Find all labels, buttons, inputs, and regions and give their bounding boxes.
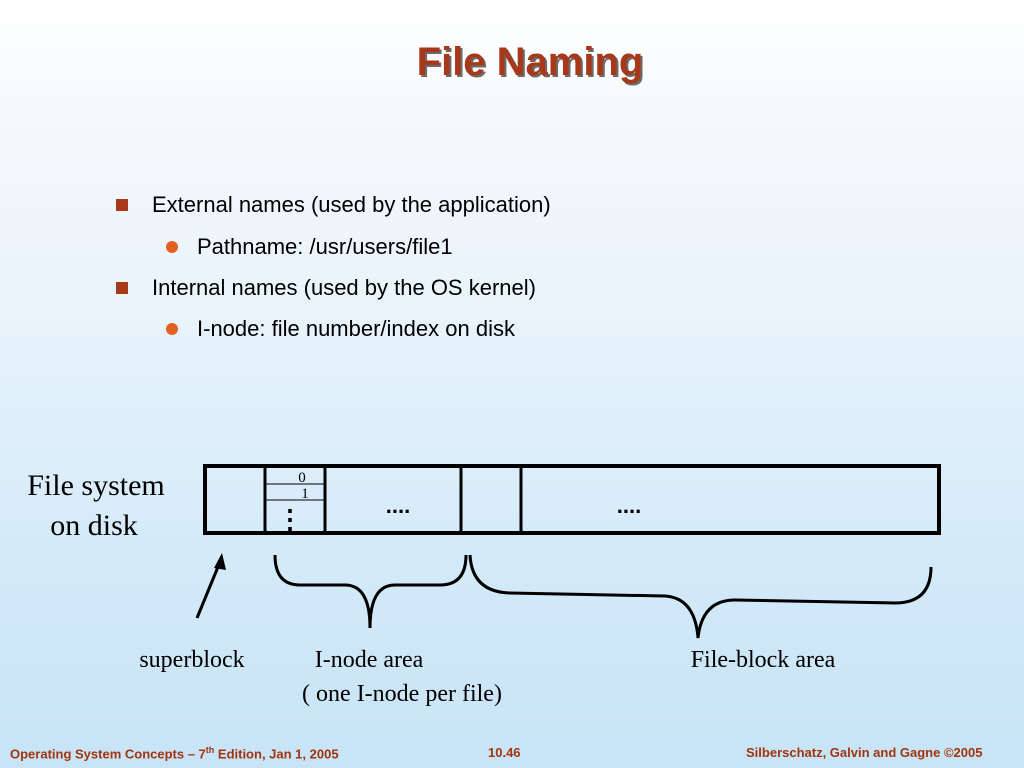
square-bullet-icon (116, 199, 128, 211)
bullet-external-names: External names (used by the application) (152, 192, 551, 217)
inode-area-brace (273, 554, 468, 629)
bullet-internal-names: Internal names (used by the OS kernel) (152, 275, 536, 300)
footer-title-superscript: th (205, 745, 215, 755)
inode-index-0: 0 (298, 470, 306, 486)
inode-area-label: I-node area (315, 647, 424, 673)
fileblock-area-label: File-block area (691, 647, 836, 673)
footer-authors: Silberschatz, Galvin and Gagne ©2005 (746, 745, 983, 760)
inode-ellipsis: ⋮ (277, 505, 303, 534)
square-bullet-icon (116, 282, 128, 294)
superblock-arrow (195, 561, 222, 619)
bullet-pathname: Pathname: /usr/users/file1 (197, 234, 453, 259)
inode-area-dots: .... (386, 493, 410, 518)
arrow-head-icon (214, 553, 226, 570)
fs-label-line2: on disk (50, 509, 138, 542)
slide-title: File Naming (416, 40, 644, 84)
footer-title-prefix: Operating System Concepts – 7 (10, 746, 206, 762)
round-bullet-icon (166, 241, 178, 253)
inode-area-sublabel: ( one I-node per file) (302, 681, 502, 707)
fs-label-line1: File system (27, 469, 165, 502)
inode-index-1: 1 (301, 486, 309, 502)
footer-course-title: Operating System Concepts – 7th Edition,… (10, 745, 339, 761)
block-area-dots: .... (617, 493, 641, 518)
bullet-inode: I-node: file number/index on disk (197, 316, 515, 341)
disk-outline (203, 464, 941, 535)
round-bullet-icon (166, 323, 178, 335)
superblock-label: superblock (139, 647, 244, 673)
footer-slide-number: 10.46 (488, 745, 521, 760)
fileblock-area-brace (468, 554, 933, 639)
footer-title-suffix: Edition, Jan 1, 2005 (214, 746, 339, 762)
